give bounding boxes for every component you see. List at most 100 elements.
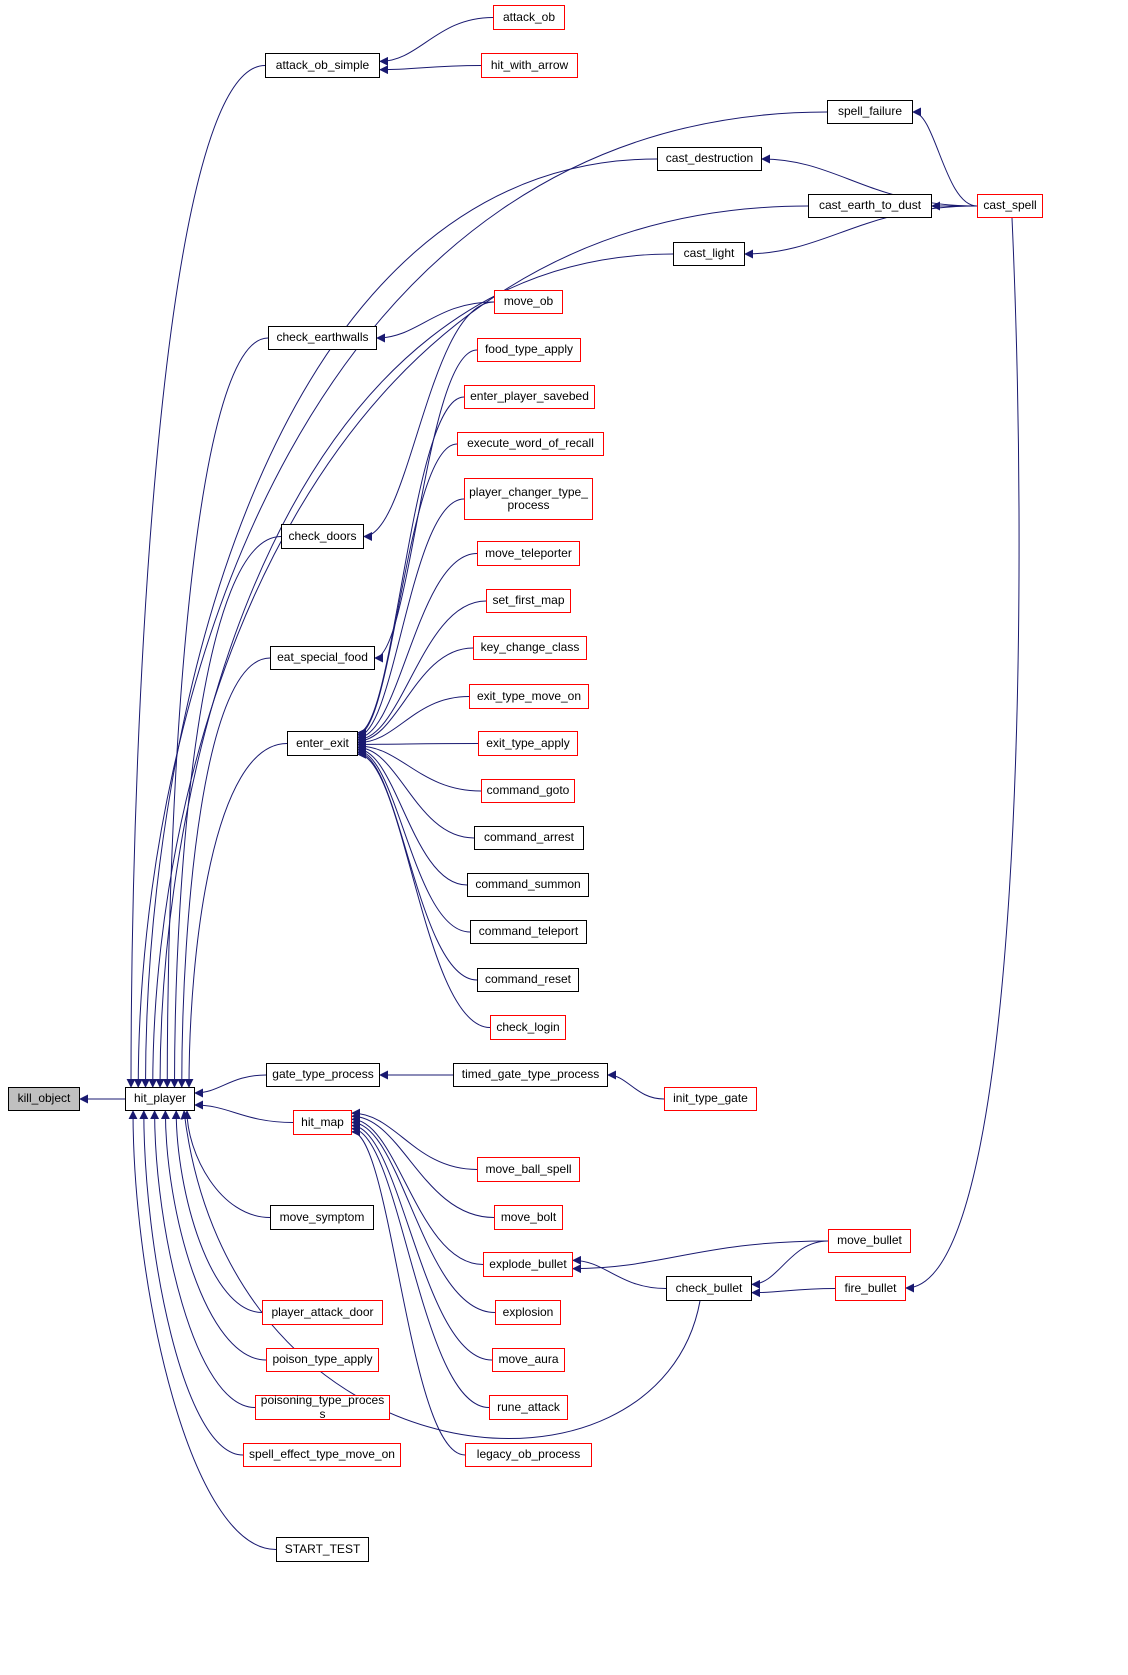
node-spell_failure[interactable]: spell_failure: [827, 100, 913, 124]
node-label: explode_bullet: [489, 1256, 567, 1271]
node-legacy_ob_process[interactable]: legacy_ob_process: [465, 1443, 592, 1467]
node-label: command_summon: [475, 877, 581, 892]
edge-cast_spell-to-spell_failure: [912, 107, 978, 207]
node-label: move_bolt: [500, 1209, 557, 1224]
edge-cast_earth_to_dust-to-hit_player: [148, 205, 809, 1088]
node-key_change_class[interactable]: key_change_class: [473, 636, 587, 660]
node-cast_destruction[interactable]: cast_destruction: [657, 147, 762, 171]
node-label: fire_bullet: [844, 1280, 897, 1295]
node-label: gate_type_process: [272, 1067, 374, 1082]
node-label: spell_effect_type_move_on: [249, 1447, 395, 1462]
node-attack_ob_simple[interactable]: attack_ob_simple: [265, 53, 380, 78]
node-explode_bullet[interactable]: explode_bullet: [483, 1252, 573, 1277]
node-player_changer_type_process[interactable]: player_changer_type_process: [464, 478, 593, 520]
node-label: rune_attack: [497, 1399, 560, 1414]
node-START_TEST[interactable]: START_TEST: [276, 1537, 369, 1562]
edge-move_teleporter-to-enter_exit: [357, 553, 478, 743]
node-timed_gate_type_process[interactable]: timed_gate_type_process: [453, 1063, 608, 1087]
edge-command_teleport-to-enter_exit: [357, 746, 471, 933]
node-label: player_changer_type_process: [469, 484, 588, 512]
node-label: hit_player: [133, 1091, 187, 1106]
node-fire_bullet[interactable]: fire_bullet: [835, 1276, 906, 1301]
node-label: timed_gate_type_process: [461, 1067, 600, 1082]
node-exit_type_move_on[interactable]: exit_type_move_on: [469, 684, 589, 709]
node-spell_effect_type_move_on[interactable]: spell_effect_type_move_on: [243, 1443, 401, 1467]
node-command_arrest[interactable]: command_arrest: [474, 826, 584, 850]
node-label: enter_player_savebed: [470, 389, 589, 404]
node-label: command_goto: [486, 783, 570, 798]
node-label: move_symptom: [279, 1209, 365, 1224]
edge-exit_type_apply-to-enter_exit: [357, 739, 479, 749]
node-rune_attack[interactable]: rune_attack: [489, 1395, 568, 1420]
node-set_first_map[interactable]: set_first_map: [486, 589, 571, 613]
node-label: player_attack_door: [271, 1304, 374, 1319]
node-command_reset[interactable]: command_reset: [477, 968, 579, 992]
node-label: poison_type_apply: [272, 1352, 373, 1367]
edge-command_goto-to-enter_exit: [357, 741, 482, 792]
edge-check_login-to-enter_exit: [357, 749, 491, 1028]
node-command_summon[interactable]: command_summon: [467, 873, 589, 897]
node-label: exit_type_apply: [486, 735, 570, 750]
node-exit_type_apply[interactable]: exit_type_apply: [478, 731, 578, 756]
node-move_aura[interactable]: move_aura: [492, 1348, 565, 1372]
node-move_teleporter[interactable]: move_teleporter: [477, 541, 580, 566]
node-eat_special_food[interactable]: eat_special_food: [270, 646, 375, 670]
edge-rune_attack-to-hit_map: [351, 1124, 490, 1408]
edge-move_symptom-to-hit_player: [182, 1110, 271, 1218]
node-poison_type_apply[interactable]: poison_type_apply: [266, 1348, 379, 1372]
node-move_ob[interactable]: move_ob: [494, 290, 563, 314]
node-label: check_doors: [288, 528, 357, 543]
node-move_bullet[interactable]: move_bullet: [828, 1229, 911, 1253]
node-cast_spell[interactable]: cast_spell: [977, 194, 1043, 218]
node-label: cast_light: [683, 246, 735, 261]
node-cast_light[interactable]: cast_light: [673, 242, 745, 266]
node-execute_word_of_recall[interactable]: execute_word_of_recall: [457, 432, 604, 456]
node-gate_type_process[interactable]: gate_type_process: [266, 1063, 380, 1087]
node-move_ball_spell[interactable]: move_ball_spell: [477, 1157, 580, 1182]
node-label: poisoning_type_process: [260, 1393, 385, 1421]
edge-legacy_ob_process-to-hit_map: [351, 1127, 466, 1456]
edge-START_TEST-to-hit_player: [128, 1110, 277, 1550]
node-label: cast_earth_to_dust: [818, 198, 922, 213]
node-check_login[interactable]: check_login: [490, 1015, 566, 1040]
edge-move_ob-to-check_earthwalls: [376, 301, 495, 343]
node-label: spell_failure: [837, 104, 903, 119]
edge-enter_exit-to-hit_player: [184, 743, 288, 1088]
node-command_teleport[interactable]: command_teleport: [470, 920, 587, 944]
node-label: attack_ob: [502, 9, 556, 24]
node-command_goto[interactable]: command_goto: [481, 779, 575, 803]
node-attack_ob[interactable]: attack_ob: [493, 5, 565, 30]
node-label: command_teleport: [478, 924, 579, 939]
edge-command_summon-to-enter_exit: [357, 744, 468, 886]
node-hit_with_arrow[interactable]: hit_with_arrow: [481, 53, 578, 78]
node-food_type_apply[interactable]: food_type_apply: [477, 338, 581, 362]
node-label: set_first_map: [492, 593, 565, 608]
edge-check_earthwalls-to-hit_player: [162, 337, 269, 1088]
node-init_type_gate[interactable]: init_type_gate: [664, 1087, 757, 1111]
node-label: execute_word_of_recall: [467, 436, 594, 451]
node-check_bullet[interactable]: check_bullet: [666, 1276, 752, 1301]
node-label: eat_special_food: [277, 650, 368, 665]
edge-execute_word_of_recall-to-enter_exit: [357, 443, 458, 739]
node-enter_player_savebed[interactable]: enter_player_savebed: [464, 385, 595, 409]
edge-attack_ob-to-attack_ob_simple: [379, 17, 494, 66]
node-label: check_bullet: [675, 1280, 743, 1295]
node-cast_earth_to_dust[interactable]: cast_earth_to_dust: [808, 194, 932, 218]
node-move_symptom[interactable]: move_symptom: [270, 1205, 374, 1230]
node-explosion[interactable]: explosion: [495, 1300, 561, 1325]
edge-attack_ob_simple-to-hit_player: [126, 65, 266, 1088]
node-check_doors[interactable]: check_doors: [281, 524, 364, 549]
node-label: legacy_ob_process: [476, 1447, 581, 1462]
node-move_bolt[interactable]: move_bolt: [494, 1205, 563, 1230]
node-label: cast_destruction: [665, 151, 754, 166]
node-enter_exit[interactable]: enter_exit: [287, 731, 358, 756]
node-hit_map[interactable]: hit_map: [293, 1110, 352, 1135]
node-check_earthwalls[interactable]: check_earthwalls: [268, 326, 377, 350]
node-player_attack_door[interactable]: player_attack_door: [262, 1300, 383, 1325]
node-hit_player[interactable]: hit_player: [125, 1087, 195, 1111]
node-poisoning_type_process[interactable]: poisoning_type_process: [255, 1393, 390, 1421]
node-label: move_teleporter: [485, 545, 572, 560]
edge-key_change_class-to-enter_exit: [357, 647, 474, 746]
